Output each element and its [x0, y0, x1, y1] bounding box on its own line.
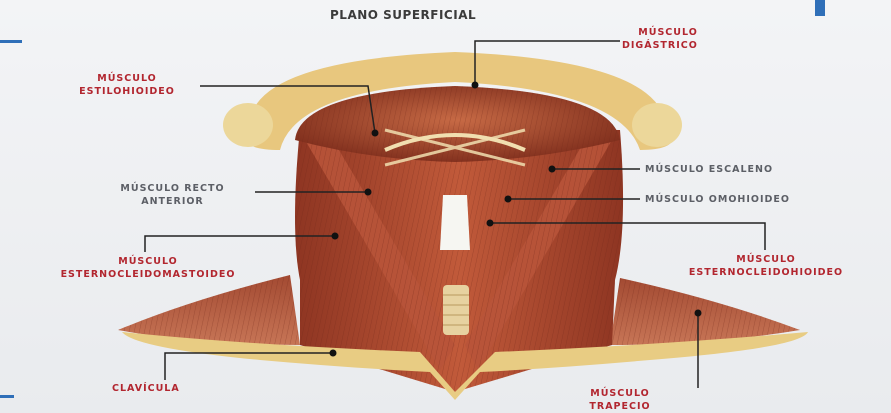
ear-right: [632, 103, 682, 147]
label-esternocleidomastoideo: MÚSCULO ESTERNOCLEIDOMASTOIDEO: [8, 255, 288, 281]
label-trapecio-line2: TRAPECIO: [575, 400, 665, 413]
label-esternocleidomastoideo-line1: MÚSCULO: [8, 255, 288, 268]
label-recto-anterior-line1: MÚSCULO RECTO: [90, 182, 255, 195]
label-trapecio-line1: MÚSCULO: [575, 387, 665, 400]
trachea-rings: [443, 285, 469, 335]
label-omohioideo: MÚSCULO OMOHIOIDEO: [645, 193, 790, 206]
label-trapecio: MÚSCULO TRAPECIO: [575, 387, 665, 413]
label-recto-anterior: MÚSCULO RECTO ANTERIOR: [90, 182, 255, 208]
label-digastrico: MÚSCULO DIGÁSTRICO: [622, 26, 698, 52]
label-esternocleidomastoideo-line2: ESTERNOCLEIDOMASTOIDEO: [8, 268, 288, 281]
diagram-title: PLANO SUPERFICIAL: [330, 8, 476, 22]
trachea: [440, 195, 470, 250]
label-digastrico-line1: MÚSCULO: [622, 26, 698, 39]
label-estilohioideo-line2: ESTILOHIOIDEO: [52, 85, 202, 98]
label-esternocleidohioideo-line2: ESTERNOCLEIDOHIOIDEO: [645, 266, 887, 279]
label-esternocleidohioideo: MÚSCULO ESTERNOCLEIDOHIOIDEO: [645, 253, 887, 279]
label-estilohioideo: MÚSCULO ESTILOHIOIDEO: [52, 72, 202, 98]
label-clavicula: CLAVÍCULA: [112, 382, 180, 395]
label-escaleno: MÚSCULO ESCALENO: [645, 163, 773, 176]
label-estilohioideo-line1: MÚSCULO: [52, 72, 202, 85]
label-digastrico-line2: DIGÁSTRICO: [622, 39, 698, 52]
label-esternocleidohioideo-line1: MÚSCULO: [645, 253, 887, 266]
label-recto-anterior-line2: ANTERIOR: [90, 195, 255, 208]
ear-left: [223, 103, 273, 147]
